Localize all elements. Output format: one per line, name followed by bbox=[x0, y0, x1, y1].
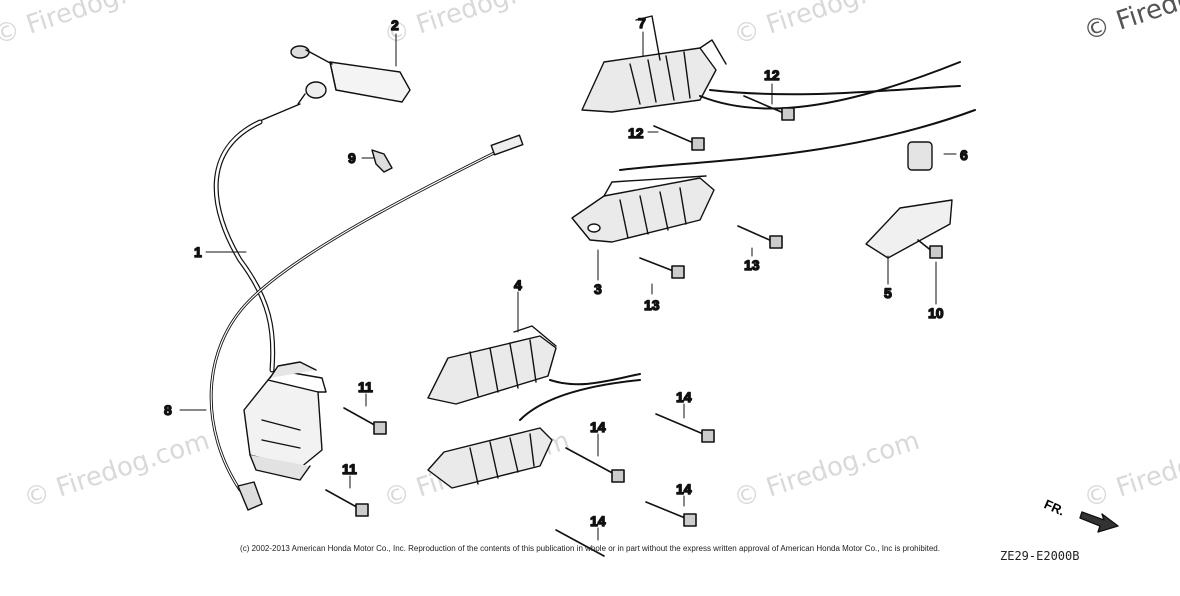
callout-11: 11 bbox=[342, 461, 357, 477]
ground-cable bbox=[209, 134, 524, 511]
spark-plug-cap bbox=[290, 45, 411, 105]
callout-10: 10 bbox=[928, 305, 944, 321]
charge-coil-lower bbox=[427, 379, 641, 489]
cable-clip bbox=[371, 149, 393, 173]
leader-lines bbox=[179, 31, 957, 541]
callout-1: 1 bbox=[194, 244, 202, 260]
callout-14: 14 bbox=[590, 419, 606, 435]
callout-12: 12 bbox=[628, 125, 644, 141]
callout-13: 13 bbox=[644, 297, 660, 313]
callout-2: 2 bbox=[391, 17, 399, 33]
front-arrow-icon bbox=[1079, 511, 1119, 533]
bolts bbox=[325, 95, 943, 557]
callout-13: 13 bbox=[744, 257, 760, 273]
callout-5: 5 bbox=[884, 285, 892, 301]
callout-7: 7 bbox=[638, 15, 646, 31]
bracket bbox=[865, 199, 953, 259]
callout-14: 14 bbox=[676, 389, 692, 405]
copyright-notice: (c) 2002-2013 American Honda Motor Co., … bbox=[240, 544, 940, 553]
exciter-coil-upper bbox=[581, 15, 976, 171]
ignition-cable bbox=[213, 103, 301, 373]
callout-11: 11 bbox=[358, 379, 373, 395]
grommet bbox=[907, 141, 933, 171]
callout-3: 3 bbox=[594, 281, 602, 297]
callout-12: 12 bbox=[764, 67, 780, 83]
diagram-code: ZE29-E2000B bbox=[1000, 549, 1080, 563]
ignition-coil bbox=[243, 361, 327, 481]
callout-14: 14 bbox=[590, 513, 606, 529]
exciter-coil-middle bbox=[571, 175, 715, 243]
callout-6: 6 bbox=[960, 147, 968, 163]
callout-14: 14 bbox=[676, 481, 692, 497]
callout-4: 4 bbox=[514, 277, 522, 293]
callout-9: 9 bbox=[348, 150, 356, 166]
charge-coil-upper bbox=[427, 325, 641, 405]
callout-8: 8 bbox=[164, 402, 172, 418]
